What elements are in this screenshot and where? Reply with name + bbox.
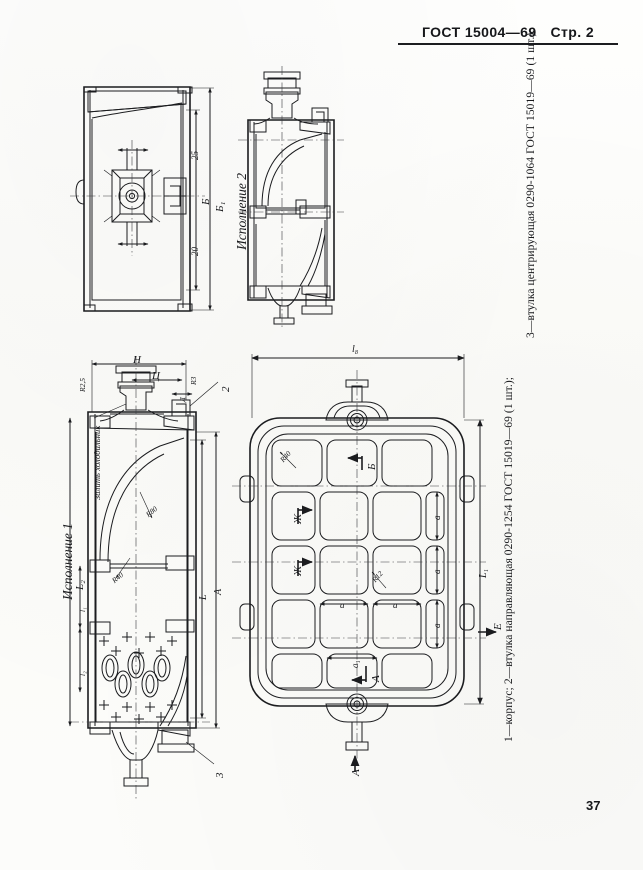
note-zalit-kholodilnik: Залить холодильник	[92, 425, 102, 500]
dim-label-r25: R2,5	[78, 378, 87, 392]
header-text: ГОСТ 15004—69 Стр. 2	[398, 24, 618, 40]
dim-label-r3: R3	[189, 376, 198, 385]
dim-label-25: 25	[190, 151, 200, 160]
section-label-a: А	[370, 675, 382, 682]
figure-bottom-left	[68, 356, 220, 800]
standard-number: ГОСТ 15004—69	[421, 24, 537, 40]
legend-line-2: 3—втулка центрирующая 0290-1064 ГОСТ 150…	[525, 29, 537, 338]
dim-label-ts: Ц	[152, 370, 160, 382]
rivet-marks	[99, 632, 177, 724]
dim-label-l2-small: l₂	[78, 671, 87, 676]
section-label-zh-2: Ж	[292, 565, 304, 576]
bottom-boss	[325, 693, 389, 751]
item-number-2: 2	[220, 386, 232, 393]
dim-label-l: L	[198, 594, 209, 600]
figure-top-right	[238, 66, 344, 330]
page-header: ГОСТ 15004—69 Стр. 2	[398, 24, 618, 45]
figure-title-design-2: Исполнение 2	[234, 172, 249, 250]
legend-line-1: 1—корпус; 2—втулка направляющая 0290-125…	[503, 376, 515, 742]
dim-label-a-3: а	[432, 623, 442, 629]
header-rule	[398, 43, 618, 45]
dim-label-d: Д	[178, 397, 187, 402]
dim-label-b1: Б₁	[214, 201, 226, 212]
figure-plan-view	[232, 354, 498, 772]
dim-label-a-5: а	[393, 600, 398, 610]
section-mark-a	[350, 666, 367, 685]
dim-label-20: 20	[190, 247, 200, 256]
dim-label-l1-small: l₁	[78, 607, 87, 612]
figure-title-design-1: Исполнение 1	[60, 522, 75, 600]
item-number-3: 3	[214, 772, 226, 779]
panel-grid	[271, 439, 445, 689]
section-mark-zh-lower	[297, 557, 314, 576]
section-label-a-outside: А	[350, 769, 362, 776]
section-mark-b	[346, 453, 363, 470]
dim-label-a: A	[213, 588, 224, 595]
section-mark-zh-upper	[297, 505, 314, 524]
dim-label-a1: а₁	[350, 660, 360, 668]
oval-bosses	[101, 651, 171, 698]
section-label-zh-1: Ж	[292, 513, 304, 524]
dim-label-a-2: а	[432, 569, 442, 575]
section-label-b: Б	[366, 463, 378, 471]
dim-label-l8: l₈	[352, 344, 359, 355]
page-number: 37	[586, 798, 601, 813]
page-label: Стр. 2	[550, 24, 595, 40]
dim-label-h: H	[133, 354, 141, 366]
dim-label-a-1: а	[432, 515, 442, 521]
dim-label-a-4: а	[340, 600, 345, 610]
dim-label-b: Б	[200, 198, 212, 206]
figure-top-left	[70, 86, 214, 312]
guide-bushing	[99, 365, 179, 422]
dim-label-L1: L₁	[478, 568, 489, 578]
top-neck-assembly	[253, 71, 319, 125]
